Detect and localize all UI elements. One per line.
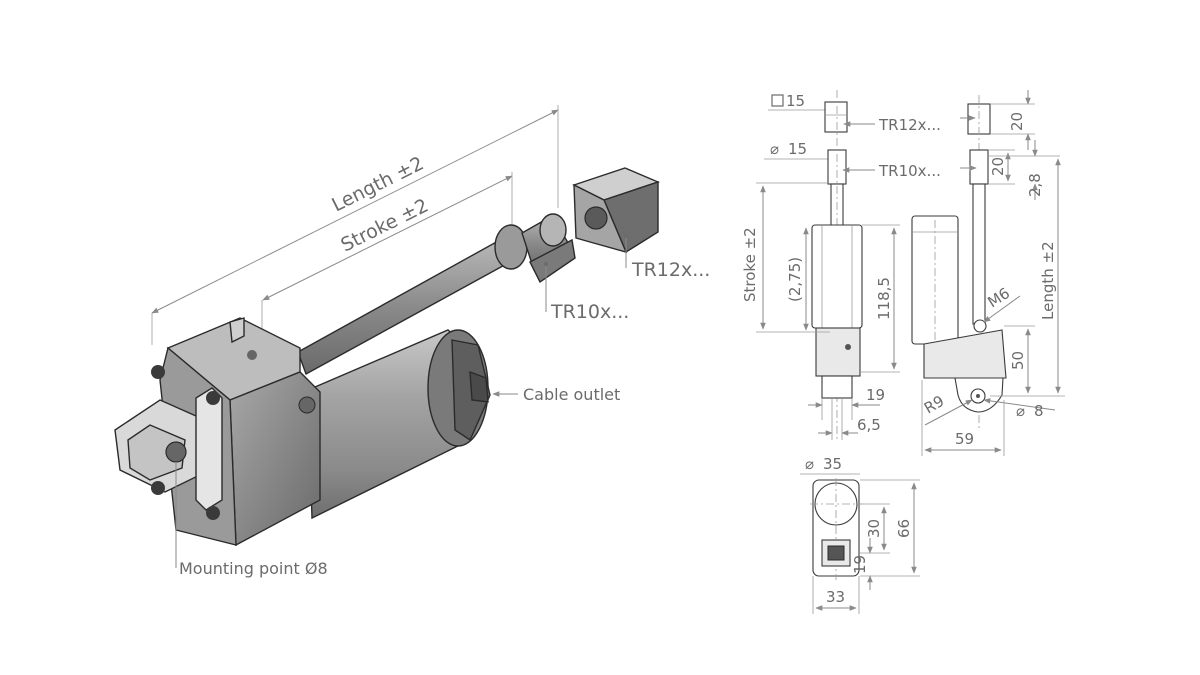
- gearbox-front: [815, 327, 861, 377]
- mounting-hole: [165, 441, 187, 463]
- length-side-label: Length ±2: [1039, 241, 1057, 320]
- tr10-rod-end-side: [969, 149, 989, 185]
- motor-housing: [307, 329, 491, 520]
- dia-symbol-icon: ⌀: [770, 140, 779, 158]
- gearbox-side: [923, 329, 1007, 379]
- dim-33-label: 33: [826, 588, 845, 606]
- dim-2-8-label: 2,8: [1026, 173, 1044, 197]
- dim-50-label: 50: [1009, 351, 1027, 370]
- side-view: 20 20 2,8 Length ±2 M6 50 R9 ⌀ 8 59: [911, 90, 1065, 456]
- tr12-callout: TR12x...: [631, 259, 710, 281]
- bottom-view: ⌀ 35 30 66 19 33: [800, 455, 920, 614]
- dim-20-top-label: 20: [1008, 112, 1026, 131]
- mounting-point-callout: Mounting point Ø8: [179, 559, 328, 578]
- square-15-label: 15: [786, 92, 805, 110]
- dia-15-label: 15: [788, 140, 807, 158]
- isometric-view: Length ±2 Stroke ±2: [114, 105, 710, 578]
- dia-symbol-bottom-icon: ⌀: [805, 455, 814, 473]
- tr10-front-label: TR10x...: [878, 162, 941, 180]
- length-dimension: Length ±2: [151, 105, 559, 345]
- dim-19-bottom-label: 19: [851, 555, 869, 574]
- rod-side: [972, 183, 986, 325]
- housing-screws: [151, 365, 220, 520]
- dia-symbol-side-icon: ⌀: [1016, 402, 1025, 420]
- dim-118-5-label: 118,5: [875, 277, 893, 320]
- front-view: 15 TR12x... ⌀ 15 TR10x... Stroke ±2 (2,7…: [741, 90, 941, 440]
- rod-end-tr10: [494, 213, 576, 284]
- stroke-front-label: Stroke ±2: [741, 227, 759, 302]
- dim-6-5-label: 6,5: [857, 416, 881, 434]
- dim-30-label: 30: [865, 519, 883, 538]
- r9-label: R9: [921, 392, 947, 418]
- tr10-callout: TR10x...: [550, 301, 629, 323]
- dim-66-label: 66: [895, 519, 913, 538]
- cable-outlet-callout: Cable outlet: [523, 385, 620, 404]
- clevis-mount: [114, 387, 223, 511]
- tr12-front-label: TR12x...: [878, 116, 941, 134]
- tr12-adapter-front: [824, 101, 848, 133]
- dim-20-mid-label: 20: [989, 157, 1007, 176]
- clevis-front: [821, 375, 853, 399]
- m6-label: M6: [984, 284, 1013, 311]
- dia-35-label: 35: [823, 455, 842, 473]
- dim-59-label: 59: [955, 430, 974, 448]
- square-symbol-icon: [771, 94, 784, 107]
- square-adapter-tr12: [572, 167, 660, 254]
- dim-19-front-label: 19: [866, 386, 885, 404]
- dia-8-label: 8: [1034, 402, 1044, 420]
- housing-front: [811, 224, 863, 329]
- dim-2-75-label: (2,75): [786, 257, 804, 302]
